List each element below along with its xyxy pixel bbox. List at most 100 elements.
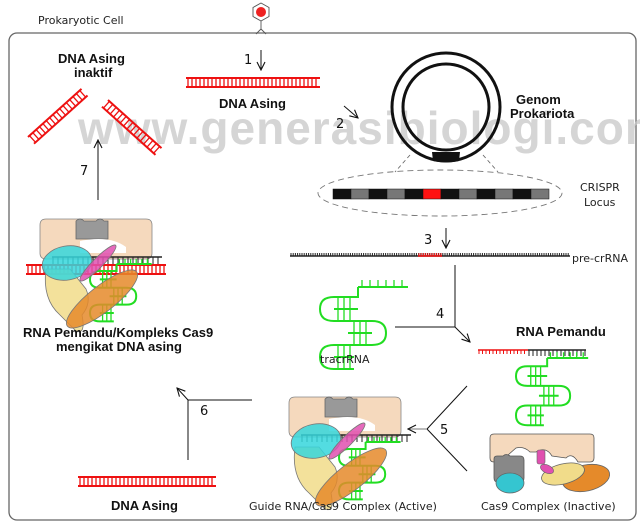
base-pair <box>62 105 70 113</box>
diagram-shape <box>514 357 589 427</box>
diagram-shape <box>255 28 262 35</box>
inactive-dna-fragment-left <box>27 88 89 145</box>
prokaryotic-genome <box>390 51 502 163</box>
dna-asing-bottom-label: DNA Asing <box>111 498 178 513</box>
base-pair <box>143 137 151 145</box>
base-pair <box>52 114 60 122</box>
crispr-segment-gray <box>350 188 370 200</box>
dna-asing-top-label: DNA Asing <box>219 96 286 111</box>
base-pair <box>32 132 40 140</box>
diagram-shape <box>489 433 595 463</box>
base-pair <box>109 106 117 115</box>
diagram-shape <box>107 99 163 149</box>
cell-title: Prokaryotic Cell <box>38 14 124 27</box>
dna-asing-inaktif-label-2: inaktif <box>74 65 113 80</box>
guide-rna-structure <box>478 349 589 427</box>
step-4-arrow <box>454 326 470 342</box>
crispr-segment-black <box>476 188 496 200</box>
genome-label-1: Genom <box>516 92 561 107</box>
diagram-shape <box>432 152 460 163</box>
base-pair <box>102 100 110 109</box>
bound-cas9-complex <box>26 218 166 333</box>
active-complex-label: Guide RNA/Cas9 Complex (Active) <box>249 500 437 513</box>
step-6-label: 6 <box>200 404 208 419</box>
rna-pemandu-label: RNA Pemandu <box>516 324 606 339</box>
diagram-shape <box>186 77 320 88</box>
base-pair <box>35 129 43 137</box>
base-pair <box>55 111 63 119</box>
base-pair <box>106 103 114 112</box>
tracrrna-label: tracrRNA <box>320 353 370 366</box>
foreign-dna-bottom <box>78 476 216 487</box>
step-7-label: 7 <box>80 164 88 179</box>
base-pair <box>123 118 131 127</box>
base-pair <box>65 102 73 110</box>
crispr-segment-gray <box>494 188 514 200</box>
base-pair <box>69 99 77 107</box>
base-pair <box>49 117 57 125</box>
step-3-label: 3 <box>424 233 432 248</box>
base-pair <box>126 121 134 130</box>
base-pair <box>42 123 50 131</box>
crispr-locus <box>332 188 550 200</box>
crispr-label-2: Locus <box>584 196 616 209</box>
base-pair <box>129 124 137 133</box>
base-pair <box>113 109 121 118</box>
base-pair <box>75 93 83 101</box>
crispr-segment-black <box>404 188 424 200</box>
base-pair <box>39 126 47 134</box>
base-pair <box>59 108 67 116</box>
diagram-shape <box>256 7 266 17</box>
diagram-shape <box>315 447 387 507</box>
diagram-shape <box>101 99 163 156</box>
diagram-shape <box>27 88 89 145</box>
zoom-line-right <box>482 154 499 173</box>
step-5-label: 5 <box>440 423 448 438</box>
step-2-arrow <box>343 105 358 118</box>
active-cas9-complex <box>288 396 411 511</box>
base-pair <box>45 120 53 128</box>
zoom-line-left <box>394 154 411 173</box>
diagram-shape <box>41 245 93 281</box>
crispr-segment-gray <box>386 188 406 200</box>
base-pair <box>119 115 127 124</box>
step-5-line-bottom <box>426 428 468 472</box>
pre-crrna-label: pre-crRNA <box>572 252 628 265</box>
diagram-shape <box>318 286 408 370</box>
inactive-cas9-complex <box>489 433 611 494</box>
crispr-segment-gray <box>530 188 550 200</box>
step-1-label: 1 <box>244 53 252 68</box>
diagram-shape <box>540 464 554 474</box>
pre-crrna-strand <box>290 253 570 257</box>
tracrrna-structure <box>318 280 408 370</box>
crispr-segment-black <box>512 188 532 200</box>
crispr-label-1: CRISPR <box>580 181 620 194</box>
crispr-segment-black <box>440 188 460 200</box>
bacteriophage-icon <box>252 2 270 35</box>
foreign-dna-top <box>186 77 320 88</box>
step-4-merge-line <box>395 265 456 328</box>
base-pair <box>153 146 161 154</box>
step-6-line <box>187 399 252 460</box>
base-pair <box>116 112 124 121</box>
base-pair <box>146 140 154 148</box>
base-pair <box>29 135 36 143</box>
base-pair <box>133 128 141 136</box>
base-pair <box>79 90 87 98</box>
diagram-shape <box>536 449 546 465</box>
diagram-shape <box>328 422 366 460</box>
step-5-line-top <box>426 385 468 430</box>
diagram-shape <box>495 472 525 494</box>
bound-complex-label-2: mengikat DNA asing <box>56 339 182 354</box>
base-pair <box>149 143 157 151</box>
step-2-label: 2 <box>336 117 344 132</box>
diagram-shape <box>260 28 267 35</box>
diagram-shape <box>78 476 216 487</box>
crispr-locus-outline <box>317 169 563 217</box>
inactive-complex-label: Cas9 Complex (Inactive) <box>481 500 616 513</box>
crispr-segment-gray <box>458 188 478 200</box>
diagram-shape <box>401 62 491 152</box>
base-pair <box>72 96 80 104</box>
cell-boundary <box>8 32 637 521</box>
